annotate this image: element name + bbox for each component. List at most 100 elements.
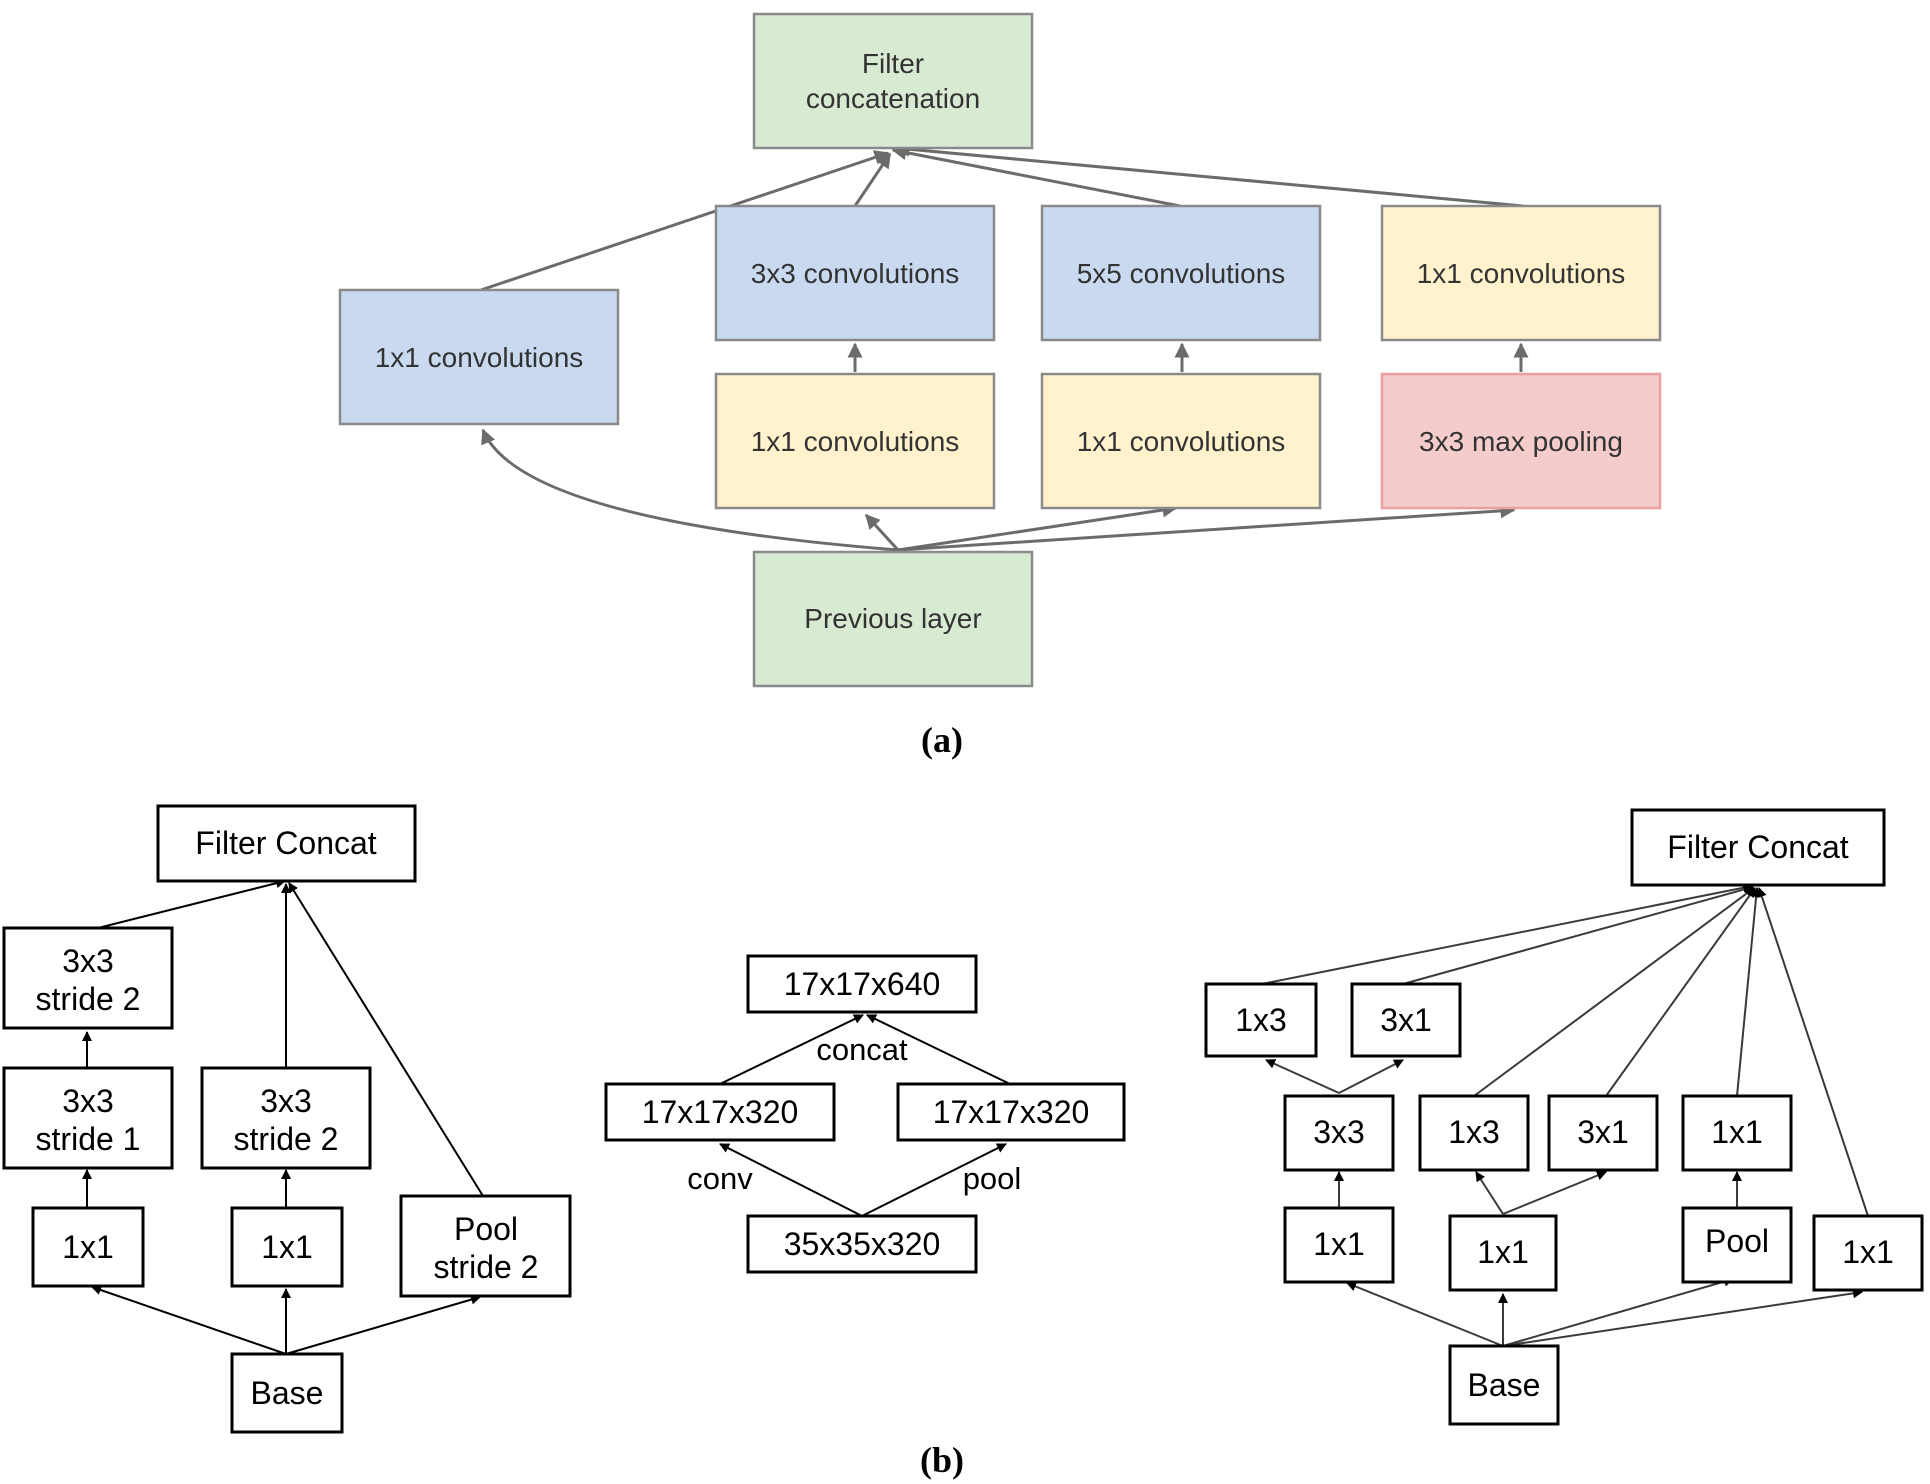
- maxpool-3x3-node: 3x3 max pooling: [1380, 372, 1662, 510]
- bl-1x1-a-label: 1x1: [62, 1229, 114, 1265]
- bm-17x17x320-right-node: 17x17x320: [896, 1082, 1126, 1142]
- bl-3x3-stride2-top-label-l1: 3x3: [62, 943, 114, 979]
- edge-a-1x1left-to-concat: [480, 150, 890, 292]
- bm-17x17x640-node: 17x17x640: [746, 954, 978, 1014]
- edge-bl-top3x3-to-concat: [97, 878, 286, 929]
- bl-1x1-b-node: 1x1: [230, 1206, 344, 1288]
- br-3x3-label: 3x3: [1313, 1114, 1365, 1150]
- bl-base-node: Base: [230, 1352, 344, 1434]
- bm-conv-label: conv: [687, 1161, 753, 1196]
- edge-br-base-to-1x1a: [1346, 1281, 1504, 1347]
- bm-17x17x320-left-label: 17x17x320: [642, 1094, 799, 1130]
- edge-bm-bottom-to-right: [861, 1143, 1007, 1217]
- conv-1x1-mid1-label: 1x1 convolutions: [751, 426, 960, 457]
- filter-concatenation-label-line1: Filter: [862, 48, 924, 79]
- figure-b-caption: (b): [920, 1440, 964, 1480]
- bl-1x1-b-label: 1x1: [261, 1229, 313, 1265]
- conv-3x3-label: 3x3 convolutions: [751, 258, 960, 289]
- edge-a-3x3-to-concat: [853, 152, 892, 207]
- bm-35x35x320-label: 35x35x320: [784, 1226, 941, 1262]
- bm-pool-label: pool: [963, 1161, 1022, 1196]
- br-3x1-top-label: 3x1: [1380, 1002, 1432, 1038]
- br-1x1-a-label: 1x1: [1313, 1226, 1365, 1262]
- br-3x3-node: 3x3: [1283, 1094, 1395, 1172]
- edge-a-prev-to-1x1mid1: [864, 513, 900, 552]
- figure-b-right: Filter Concat 1x3 3x1 3x3 1x3 3x1 1x1 1: [1204, 808, 1924, 1426]
- edge-a-5x5-to-concat: [891, 145, 1181, 208]
- br-1x1-c-node: 1x1: [1812, 1214, 1924, 1292]
- br-1x3-top-node: 1x3: [1204, 982, 1318, 1058]
- br-base-node: Base: [1448, 1344, 1560, 1426]
- br-1x1-b-label: 1x1: [1477, 1234, 1529, 1270]
- edge-br-base-to-1x1c: [1502, 1288, 1863, 1347]
- edge-bm-left-to-top: [719, 1014, 864, 1085]
- figure-a: Filter concatenation 1x1 convolutions 3x…: [338, 12, 1662, 760]
- figure-a-caption: (a): [921, 720, 963, 760]
- bl-3x3-stride1-node: 3x3 stride 1: [2, 1066, 174, 1170]
- br-filter-concat-label: Filter Concat: [1667, 829, 1849, 865]
- bm-35x35x320-node: 35x35x320: [746, 1214, 978, 1274]
- maxpool-3x3-label: 3x3 max pooling: [1419, 426, 1623, 457]
- edge-br-1x1b-to-3x1: [1502, 1170, 1607, 1215]
- conv-1x1-left-node: 1x1 convolutions: [338, 288, 620, 426]
- bm-concat-label: concat: [816, 1032, 908, 1067]
- br-3x1-top-node: 3x1: [1350, 982, 1462, 1058]
- br-pool-node: Pool: [1681, 1206, 1793, 1284]
- bl-3x3-stride1-label-l1: 3x3: [62, 1083, 114, 1119]
- edge-br-1x1upper-to-concat: [1736, 887, 1762, 1097]
- filter-concatenation-node: Filter concatenation: [752, 12, 1034, 150]
- bl-3x3-stride1-label-l2: stride 1: [36, 1121, 141, 1157]
- br-1x3-node: 1x3: [1418, 1094, 1530, 1172]
- edge-br-1x1c-to-concat: [1757, 887, 1869, 1217]
- br-1x1-c-label: 1x1: [1842, 1234, 1894, 1270]
- bm-17x17x640-label: 17x17x640: [784, 966, 941, 1002]
- edge-a-prev-to-1x1left: [481, 428, 899, 552]
- figure-b-middle-edges: [719, 1014, 1011, 1217]
- br-pool-label: Pool: [1705, 1223, 1769, 1259]
- bl-3x3-stride2-mid-node: 3x3 stride 2: [200, 1066, 372, 1170]
- figure-b-middle: 17x17x640 concat 17x17x320 17x17x320 con…: [604, 954, 1126, 1274]
- conv-5x5-label: 5x5 convolutions: [1077, 258, 1286, 289]
- bl-filter-concat-node: Filter Concat: [156, 804, 417, 883]
- figure-b-left: Filter Concat 3x3 stride 2 3x3 stride 1 …: [2, 804, 572, 1434]
- edge-bl-base-to-1x1a: [91, 1285, 287, 1355]
- br-1x1-a-node: 1x1: [1283, 1206, 1395, 1284]
- br-1x1-b-node: 1x1: [1448, 1214, 1558, 1292]
- edge-a-1x1right-to-concat: [894, 141, 1524, 208]
- bm-17x17x320-right-label: 17x17x320: [933, 1094, 1090, 1130]
- bl-base-label: Base: [251, 1375, 324, 1411]
- br-3x1-node: 3x1: [1547, 1094, 1659, 1172]
- bl-pool-stride2-node: Pool stride 2: [399, 1194, 572, 1298]
- conv-3x3-node: 3x3 convolutions: [714, 204, 996, 342]
- br-1x1-upper-node: 1x1: [1681, 1094, 1793, 1172]
- edge-a-prev-to-1x1mid2: [897, 502, 1178, 552]
- edge-br-3x3-to-3x1top: [1338, 1059, 1404, 1094]
- bl-3x3-stride2-mid-label-l2: stride 2: [234, 1121, 339, 1157]
- conv-1x1-mid2-node: 1x1 convolutions: [1040, 372, 1322, 510]
- figure-b-left-edges: [82, 878, 484, 1355]
- bl-3x3-stride2-top-label-l2: stride 2: [36, 981, 141, 1017]
- edge-br-base-to-pool: [1502, 1276, 1734, 1347]
- figure-a-edges: [480, 141, 1529, 552]
- bm-17x17x320-left-node: 17x17x320: [604, 1082, 836, 1142]
- previous-layer-label: Previous layer: [804, 603, 981, 634]
- bl-pool-label-l1: Pool: [454, 1211, 518, 1247]
- filter-concatenation-label-line2: concatenation: [806, 83, 980, 114]
- br-1x3-top-label: 1x3: [1235, 1002, 1287, 1038]
- edge-br-1x3-to-concat: [1473, 887, 1755, 1097]
- edge-br-3x1top-to-concat: [1402, 884, 1754, 985]
- edge-br-1x1b-to-1x3: [1475, 1171, 1504, 1215]
- bl-1x1-a-node: 1x1: [31, 1206, 145, 1288]
- conv-1x1-mid1-node: 1x1 convolutions: [714, 372, 996, 510]
- conv-1x1-right-label: 1x1 convolutions: [1417, 258, 1626, 289]
- br-base-label: Base: [1468, 1367, 1541, 1403]
- br-filter-concat-node: Filter Concat: [1630, 808, 1886, 887]
- conv-5x5-node: 5x5 convolutions: [1040, 204, 1322, 342]
- br-1x1-upper-label: 1x1: [1711, 1114, 1763, 1150]
- edge-br-3x1-to-concat: [1605, 887, 1756, 1097]
- bl-pool-label-l2: stride 2: [434, 1249, 539, 1285]
- edge-a-prev-to-pool: [897, 503, 1516, 552]
- edge-bl-pool-to-concat: [288, 882, 484, 1197]
- edge-bl-base-to-pool: [285, 1294, 481, 1355]
- br-1x3-label: 1x3: [1448, 1114, 1500, 1150]
